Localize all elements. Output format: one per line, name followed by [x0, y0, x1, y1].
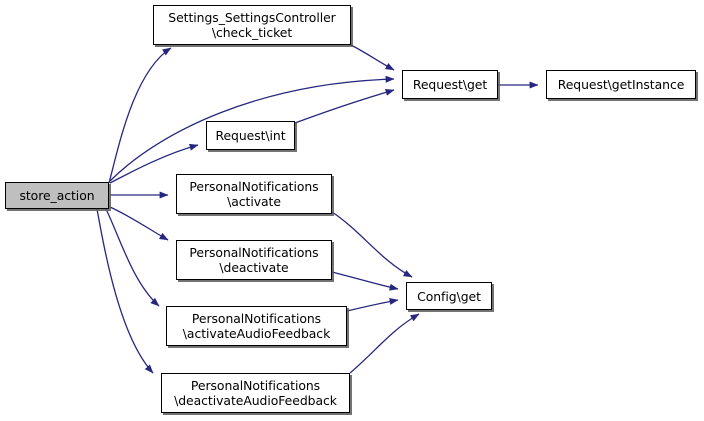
node-personalnotifications-activateaudiofeedback[interactable]: PersonalNotifications \activateAudioFeed…	[166, 306, 347, 346]
node-label: PersonalNotifications \activate	[189, 179, 319, 209]
node-personalnotifications-deactivateaudiofeedback[interactable]: PersonalNotifications \deactivateAudioFe…	[161, 373, 350, 413]
edge-store_action-to-pn_deactivate	[109, 206, 169, 241]
node-personalnotifications-activate[interactable]: PersonalNotifications \activate	[176, 174, 332, 214]
node-label: store_action	[19, 188, 95, 203]
node-request-get[interactable]: Request\get	[402, 70, 498, 99]
edge-pn_deactivate-to-config_get	[331, 271, 399, 291]
node-label: PersonalNotifications \deactivate	[189, 245, 319, 275]
node-label: PersonalNotifications \deactivateAudioFe…	[174, 378, 337, 408]
node-request-getinstance[interactable]: Request\getInstance	[546, 70, 696, 99]
node-label: Request\getInstance	[557, 77, 685, 92]
node-label: PersonalNotifications \activateAudioFeed…	[182, 311, 331, 341]
edge-store_action-to-settings_check_ticket	[108, 47, 172, 184]
node-store-action[interactable]: store_action	[5, 182, 109, 209]
edge-pn_activate_audio-to-config_get	[346, 298, 399, 312]
node-label: Config\get	[417, 288, 481, 304]
node-label: Settings_SettingsController \check_ticke…	[168, 10, 336, 40]
node-settings-settingscontroller-check-ticket[interactable]: Settings_SettingsController \check_ticke…	[153, 5, 351, 45]
edge-pn_deactivate_audio-to-config_get	[349, 313, 420, 374]
node-personalnotifications-deactivate[interactable]: PersonalNotifications \deactivate	[176, 240, 332, 280]
edge-pn_activate-to-config_get	[331, 211, 413, 278]
node-config-get[interactable]: Config\get	[406, 282, 492, 310]
edge-store_action-to-request_int	[109, 143, 199, 184]
node-label: Request\int	[215, 128, 286, 143]
edge-store_action-to-pn_deactivate_audio	[96, 208, 154, 374]
edge-store_action-to-pn_activate_audio	[105, 208, 160, 307]
edge-settings_check_ticket-to-request_get	[350, 44, 395, 71]
edge-store_action-to-request_get	[109, 75, 395, 182]
edge-request_int-to-request_get	[294, 88, 395, 124]
node-label: Request\get	[412, 77, 488, 92]
node-request-int[interactable]: Request\int	[206, 121, 295, 150]
